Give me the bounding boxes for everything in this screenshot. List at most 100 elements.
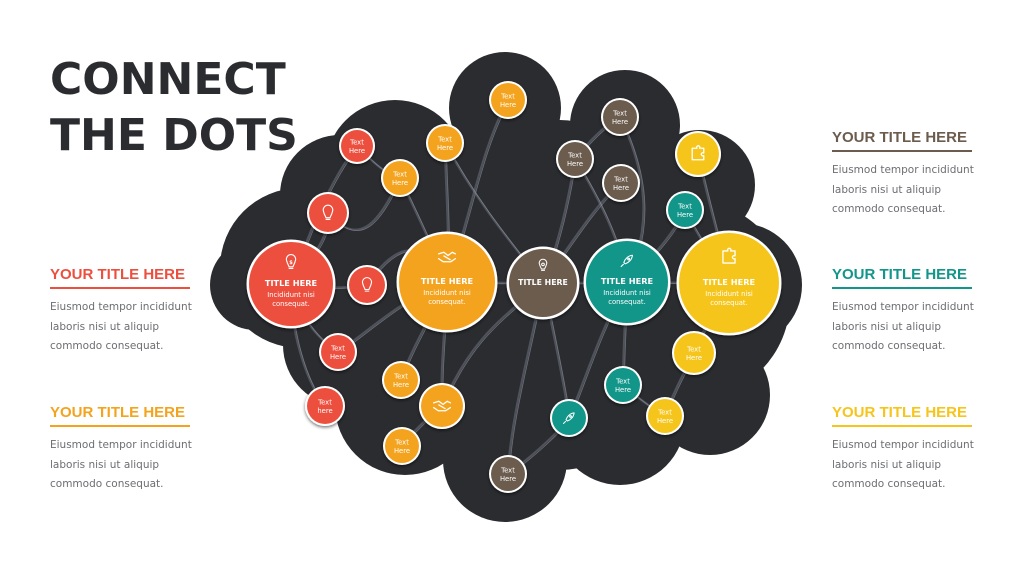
handshake-icon (432, 400, 452, 412)
side-item-orange: YOUR TITLE HERE Eiusmod tempor incididun… (50, 404, 192, 495)
hub-text: Incididunt nisi (603, 289, 651, 297)
dot-text: Here (330, 353, 346, 361)
side-item-text: Eiusmod tempor incididunt laboris nisi u… (832, 301, 974, 352)
puzzle-icon (691, 145, 705, 161)
dot-node-teal (550, 399, 588, 437)
page-title: CONNECT THE DOTS (50, 52, 298, 164)
dot-text: Text (613, 176, 628, 184)
page-title-line-1: CONNECT (50, 54, 286, 105)
hub-text: consequat. (608, 298, 646, 306)
dot-text: Here (437, 144, 453, 152)
page-title-line-2: THE DOTS (50, 110, 298, 161)
handshake-icon (437, 251, 457, 263)
side-item-yellow: YOUR TITLE HERE Eiusmod tempor incididun… (832, 404, 974, 495)
dot-text: Text (394, 439, 409, 447)
dot-text: here (317, 407, 332, 415)
dot-text: Text (657, 409, 672, 417)
dot-text: Here (677, 211, 693, 219)
hub-text: Incididunt nisi (267, 291, 315, 299)
lightbulb-icon (322, 204, 334, 221)
side-item-text: Eiusmod tempor incididunt laboris nisi u… (50, 439, 192, 490)
dot-text: Here (500, 475, 516, 483)
hub-text: consequat. (272, 300, 310, 308)
hub-title: TITLE HERE (518, 278, 568, 287)
side-item-title: YOUR TITLE HERE (50, 404, 190, 427)
dot-text: Text (392, 171, 407, 179)
side-item-title: YOUR TITLE HERE (50, 266, 190, 289)
dot-text: Text (349, 139, 364, 147)
hub-text: consequat. (710, 299, 748, 307)
dot-text: Text (500, 93, 515, 101)
dot-text: Here (393, 381, 409, 389)
lightbulb-icon (361, 277, 373, 292)
side-item-teal: YOUR TITLE HERE Eiusmod tempor incididun… (832, 266, 974, 357)
dot-text: Here (349, 147, 365, 155)
side-item-brown: YOUR TITLE HERE Eiusmod tempor incididun… (832, 129, 974, 220)
dot-text: Here (500, 101, 516, 109)
gear-bulb-icon (538, 258, 548, 271)
dot-text: Here (394, 447, 410, 455)
dot-text: Here (567, 160, 583, 168)
side-item-text: Eiusmod tempor incididunt laboris nisi u… (832, 164, 974, 215)
dot-text: Text (615, 378, 630, 386)
hub-text: Incididunt nisi (423, 289, 471, 297)
hub-text: consequat. (428, 298, 466, 306)
hub-title: TITLE HERE (421, 276, 473, 286)
dot-node-red (347, 265, 387, 305)
side-item-title: YOUR TITLE HERE (832, 129, 972, 152)
dot-node-yellow (675, 131, 721, 177)
side-item-red: YOUR TITLE HERE Eiusmod tempor incididun… (50, 266, 192, 357)
dot-node-orange (419, 383, 465, 429)
dot-text: Text (567, 152, 582, 160)
side-item-text: Eiusmod tempor incididunt laboris nisi u… (50, 301, 192, 352)
dot-text: Text (437, 136, 452, 144)
hub-title: TITLE HERE (703, 277, 755, 287)
hub-text: Incididunt nisi (705, 290, 753, 298)
side-item-text: Eiusmod tempor incididunt laboris nisi u… (832, 439, 974, 490)
dot-text: Text (393, 373, 408, 381)
puzzle-icon (722, 247, 736, 264)
dot-text: Text (686, 346, 701, 354)
dot-node-red (307, 192, 349, 234)
dot-text: Here (657, 417, 673, 425)
side-item-title: YOUR TITLE HERE (832, 404, 972, 427)
dot-text: Text (317, 399, 332, 407)
dot-text: Text (500, 467, 515, 475)
side-item-title: YOUR TITLE HERE (832, 266, 972, 289)
rocket-icon (620, 254, 633, 268)
dot-text: Here (613, 184, 629, 192)
rocket-icon (562, 412, 575, 425)
dot-text: Here (392, 179, 408, 187)
svg-text:$: $ (289, 260, 293, 266)
dot-text: Here (615, 386, 631, 394)
dot-text: Here (686, 354, 702, 362)
hub-title: TITLE HERE (601, 276, 653, 286)
dot-text: Text (330, 345, 345, 353)
dot-text: Here (612, 118, 628, 126)
dot-text: Text (612, 110, 627, 118)
hub-node-brown: TITLE HERE (506, 246, 580, 320)
dollar-bulb-icon: $ (285, 254, 297, 269)
dot-text: Text (677, 203, 692, 211)
